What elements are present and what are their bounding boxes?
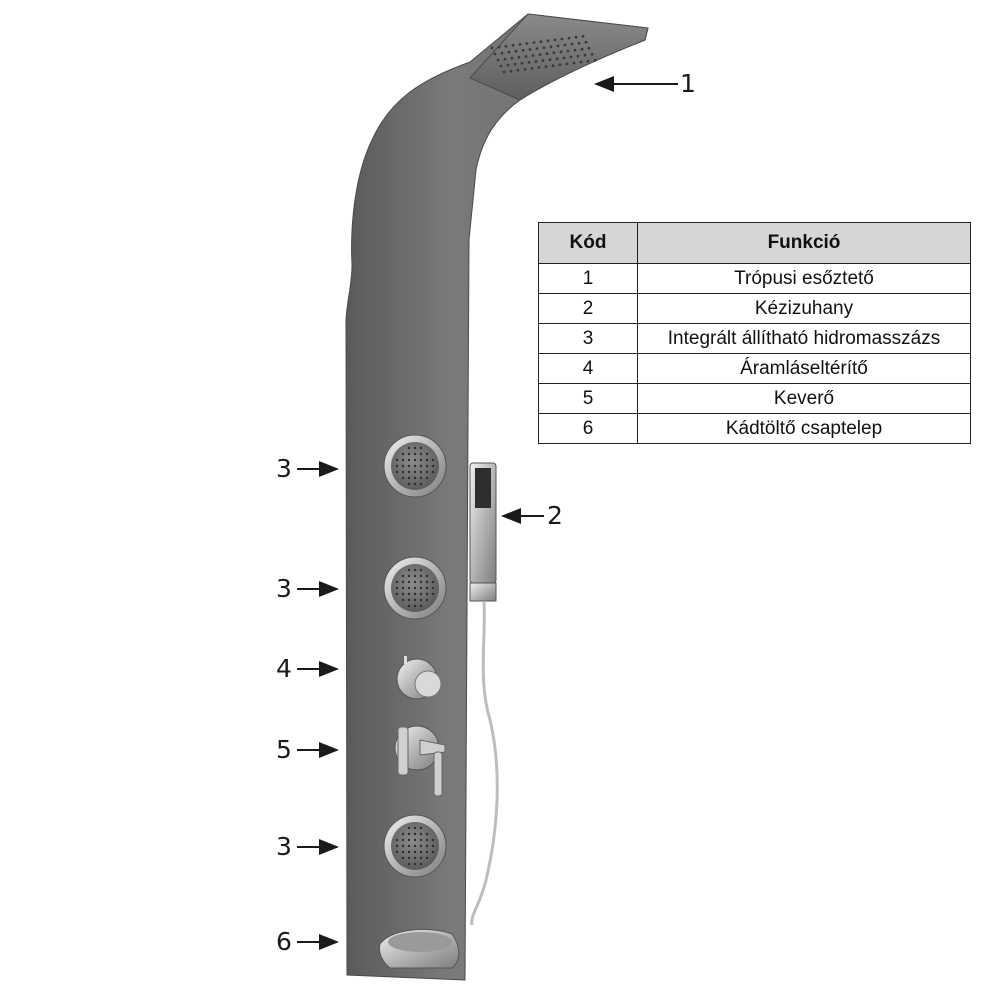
legend-function-cell: Kádtöltő csaptelep [637,413,971,444]
diverter-knob [396,656,442,700]
legend-code-cell: 6 [538,413,638,444]
rain-head-top [469,13,649,101]
legend-function-cell: Keverő [637,383,971,414]
table-row: 5 Keverő [538,383,971,414]
legend-function-cell: Kézizuhany [637,293,971,324]
callout-4-number: 4 [276,654,292,683]
legend-code-cell: 4 [538,353,638,384]
table-row: 3 Integrált állítható hidromasszázs [538,323,971,354]
legend-function-cell: Trópusi esőztető [637,263,971,294]
hand-shower-holder [469,582,497,602]
hand-shower-head [475,468,491,508]
legend-header-function: Funkció [637,222,971,264]
table-row: 1 Trópusi esőztető [538,263,971,294]
table-row: 6 Kádtöltő csaptelep [538,413,971,444]
callout-6-number: 6 [276,927,292,956]
shower-hose [470,600,499,926]
callout-2-number: 2 [547,501,563,530]
callout-3b-number: 3 [276,574,292,603]
legend-header-code: Kód [538,222,638,264]
rain-head-nozzles [490,34,597,74]
legend-function-cell: Áramláseltérítő [637,353,971,384]
table-row: 2 Kézizuhany [538,293,971,324]
legend-code-cell: 3 [538,323,638,354]
legend-code-cell: 2 [538,293,638,324]
callout-1-number: 1 [680,69,696,98]
legend-function-cell: Integrált állítható hidromasszázs [637,323,971,354]
bath-spout [379,928,460,969]
legend-header-row: Kód Funkció [538,222,971,264]
callout-3c-number: 3 [276,832,292,861]
legend-code-cell: 5 [538,383,638,414]
callout-5-number: 5 [276,735,292,764]
legend-table: Kód Funkció 1 Trópusi esőztető 2 Kézizuh… [538,222,971,444]
mixer-handle [394,725,446,797]
legend-code-cell: 1 [538,263,638,294]
table-row: 4 Áramláseltérítő [538,353,971,384]
callout-3a-number: 3 [276,454,292,483]
